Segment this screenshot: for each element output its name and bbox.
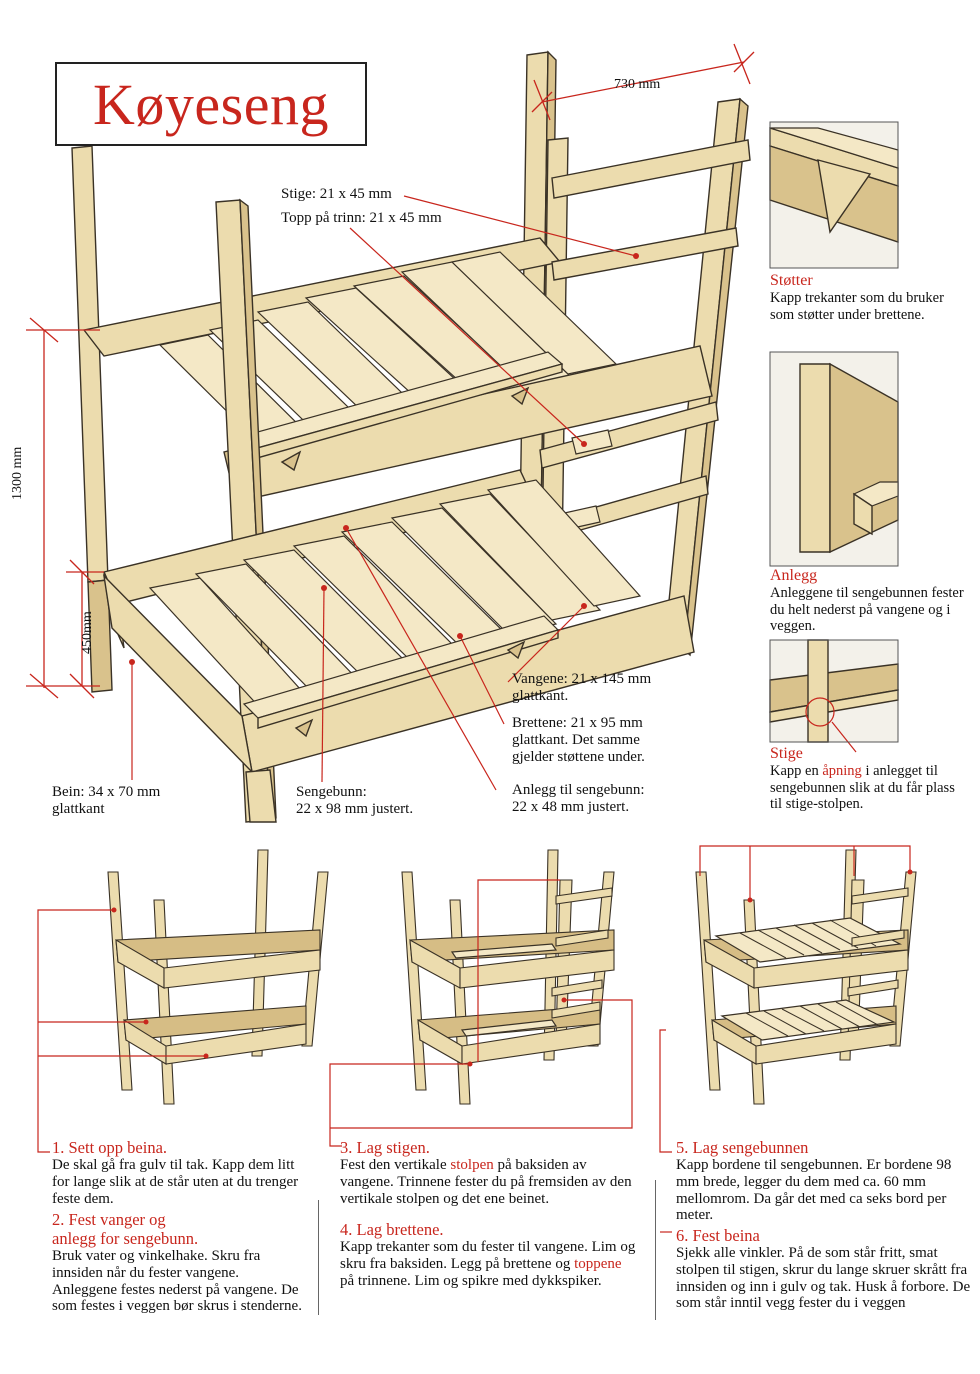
step-leaders bbox=[37, 845, 913, 1233]
detail-anlegg: Anlegg Anleggene til sengebunnen fester … bbox=[770, 567, 970, 635]
step-divider-2 bbox=[655, 1180, 656, 1320]
step-4-highlight: toppene bbox=[574, 1255, 622, 1272]
callout-anlegg: Anlegg til sengebunn: 22 x 48 mm justert… bbox=[512, 782, 645, 815]
step-6-heading: 6. Fest beina bbox=[676, 1226, 760, 1245]
callout-bein: Bein: 34 x 70 mm glattkant bbox=[52, 784, 161, 817]
step-4-text-b: på trinnene. Lim og spikre med dykkspike… bbox=[340, 1272, 602, 1289]
callout-topp: Topp på trinn: 21 x 45 mm bbox=[281, 210, 442, 226]
step-5: 5. Lag sengebunnen Kapp bordene til seng… bbox=[676, 1138, 972, 1224]
detail-stotter-illustration bbox=[769, 121, 899, 269]
step-1: 1. Sett opp beina. De skal gå fra gulv t… bbox=[52, 1138, 304, 1207]
height-lower-dimension: 450mm bbox=[80, 611, 95, 654]
step-5-heading: 5. Lag sengebunnen bbox=[676, 1138, 809, 1157]
step-4: 4. Lag brettene. Kapp trekanter som du f… bbox=[340, 1220, 638, 1289]
step-6-text: Sjekk alle vinkler. På de som står fritt… bbox=[676, 1245, 971, 1312]
callout-leaders bbox=[129, 195, 639, 791]
detail-stige: Stige Kapp en åpning i anlegget til seng… bbox=[770, 745, 970, 813]
step-4-text-a: Kapp trekanter som du fester til vangene… bbox=[340, 1239, 636, 1272]
detail-stige-text-b: i anlegget til sengebunnen slik at du få… bbox=[770, 763, 955, 812]
step-2-heading: 2. Fest vanger og anlegg for sengebunn. bbox=[52, 1210, 199, 1248]
detail-anlegg-heading: Anlegg bbox=[770, 567, 818, 584]
callout-vangene: Vangene: 21 x 145 mm glattkant. bbox=[512, 671, 652, 704]
detail-stige-highlight: åpning bbox=[822, 763, 862, 779]
step-3-text-b: på baksiden av vangene. Trinnene fester … bbox=[340, 1157, 632, 1207]
detail-anlegg-illustration bbox=[769, 351, 899, 567]
detail-stotter-text: Kapp trekanter som du bruker som støtter… bbox=[770, 290, 944, 323]
step-5-text: Kapp bordene til sengebunnen. Er bordene… bbox=[676, 1157, 952, 1224]
step-divider-1 bbox=[318, 1200, 319, 1315]
step-2-text: Bruk vater og vinkelhake. Skru fra innsi… bbox=[52, 1248, 302, 1315]
detail-stotter: Støtter Kapp trekanter som du bruker som… bbox=[770, 272, 970, 323]
step-3-text: Fest den vertikale stolpen på baksiden a… bbox=[340, 1157, 638, 1207]
back-left-post bbox=[71, 145, 113, 693]
step-3-text-a: Fest den vertikale bbox=[340, 1157, 451, 1173]
title-box: Køyeseng bbox=[55, 62, 367, 146]
step-6: 6. Fest beina Sjekk alle vinkler. På de … bbox=[676, 1226, 972, 1312]
detail-stige-text-a: Kapp en bbox=[770, 763, 823, 779]
detail-stige-text: Kapp en åpning i anlegget til sengebunne… bbox=[770, 763, 970, 813]
callout-stige: Stige: 21 x 45 mm bbox=[281, 186, 392, 202]
detail-stige-heading: Stige bbox=[770, 745, 803, 762]
step-4-text: Kapp trekanter som du fester til vangene… bbox=[340, 1239, 638, 1289]
step-3-highlight: stolpen bbox=[450, 1157, 494, 1173]
step-2: 2. Fest vanger og anlegg for sengebunn. … bbox=[52, 1210, 304, 1315]
callout-sengebunn: Sengebunn: 22 x 98 mm justert. bbox=[296, 784, 414, 817]
step5-sketch bbox=[695, 849, 917, 1105]
dimension-lines bbox=[26, 43, 755, 699]
detail-anlegg-text: Anleggene til sengebunnen fester du helt… bbox=[770, 585, 964, 634]
step-4-heading: 4. Lag brettene. bbox=[340, 1220, 444, 1239]
step-3-heading: 3. Lag stigen. bbox=[340, 1138, 430, 1157]
step3-sketch bbox=[401, 849, 615, 1105]
page-title: Køyeseng bbox=[93, 71, 329, 137]
height-total-dimension: 1300 mm bbox=[10, 446, 25, 500]
ladder-rungs bbox=[535, 139, 751, 543]
step-3: 3. Lag stigen. Fest den vertikale stolpe… bbox=[340, 1138, 638, 1207]
detail-stige-illustration bbox=[769, 639, 899, 753]
detail-stotter-heading: Støtter bbox=[770, 272, 813, 289]
step-1-heading: 1. Sett opp beina. bbox=[52, 1138, 168, 1157]
front-left-leg-lower bbox=[245, 769, 277, 823]
step1-sketch bbox=[107, 849, 329, 1105]
step-1-text: De skal gå fra gulv til tak. Kapp dem li… bbox=[52, 1157, 299, 1207]
width-dimension: 730 mm bbox=[614, 77, 661, 92]
callout-brettene: Brettene: 21 x 95 mm glattkant. Det samm… bbox=[512, 715, 645, 765]
